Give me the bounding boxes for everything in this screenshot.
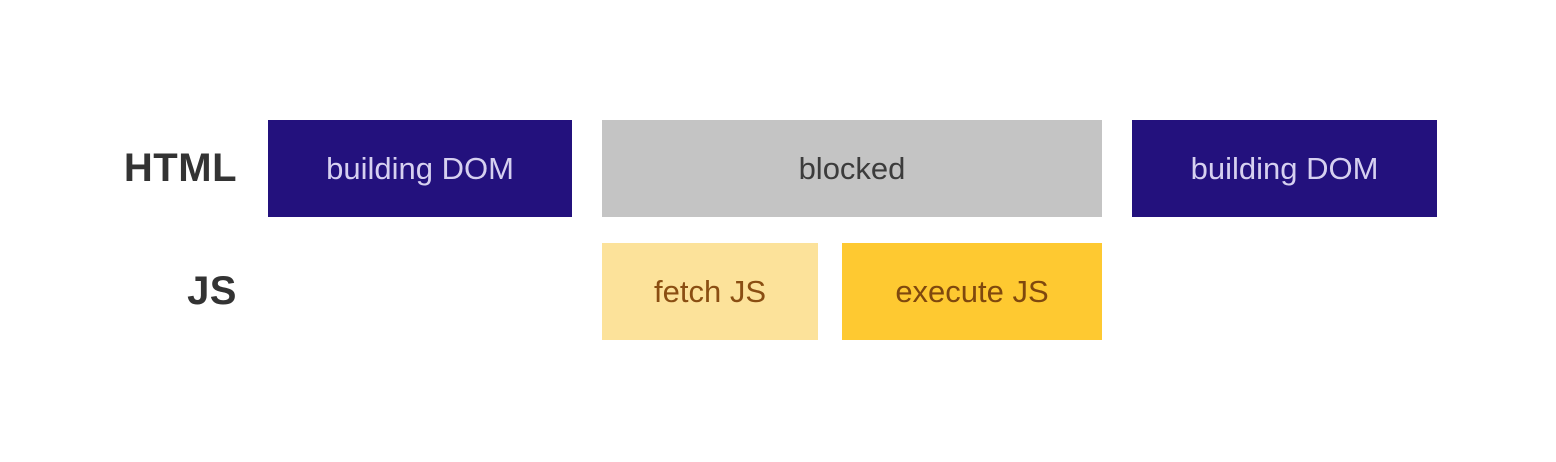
segment-building-dom-before: building DOM bbox=[268, 120, 572, 217]
segment-fetch-js: fetch JS bbox=[602, 243, 818, 340]
row-label-js: JS bbox=[187, 269, 237, 313]
row-label-html: HTML bbox=[123, 146, 237, 190]
segment-building-dom-after: building DOM bbox=[1132, 120, 1437, 217]
segment-blocked: blocked bbox=[602, 120, 1102, 217]
segment-execute-js: execute JS bbox=[842, 243, 1102, 340]
